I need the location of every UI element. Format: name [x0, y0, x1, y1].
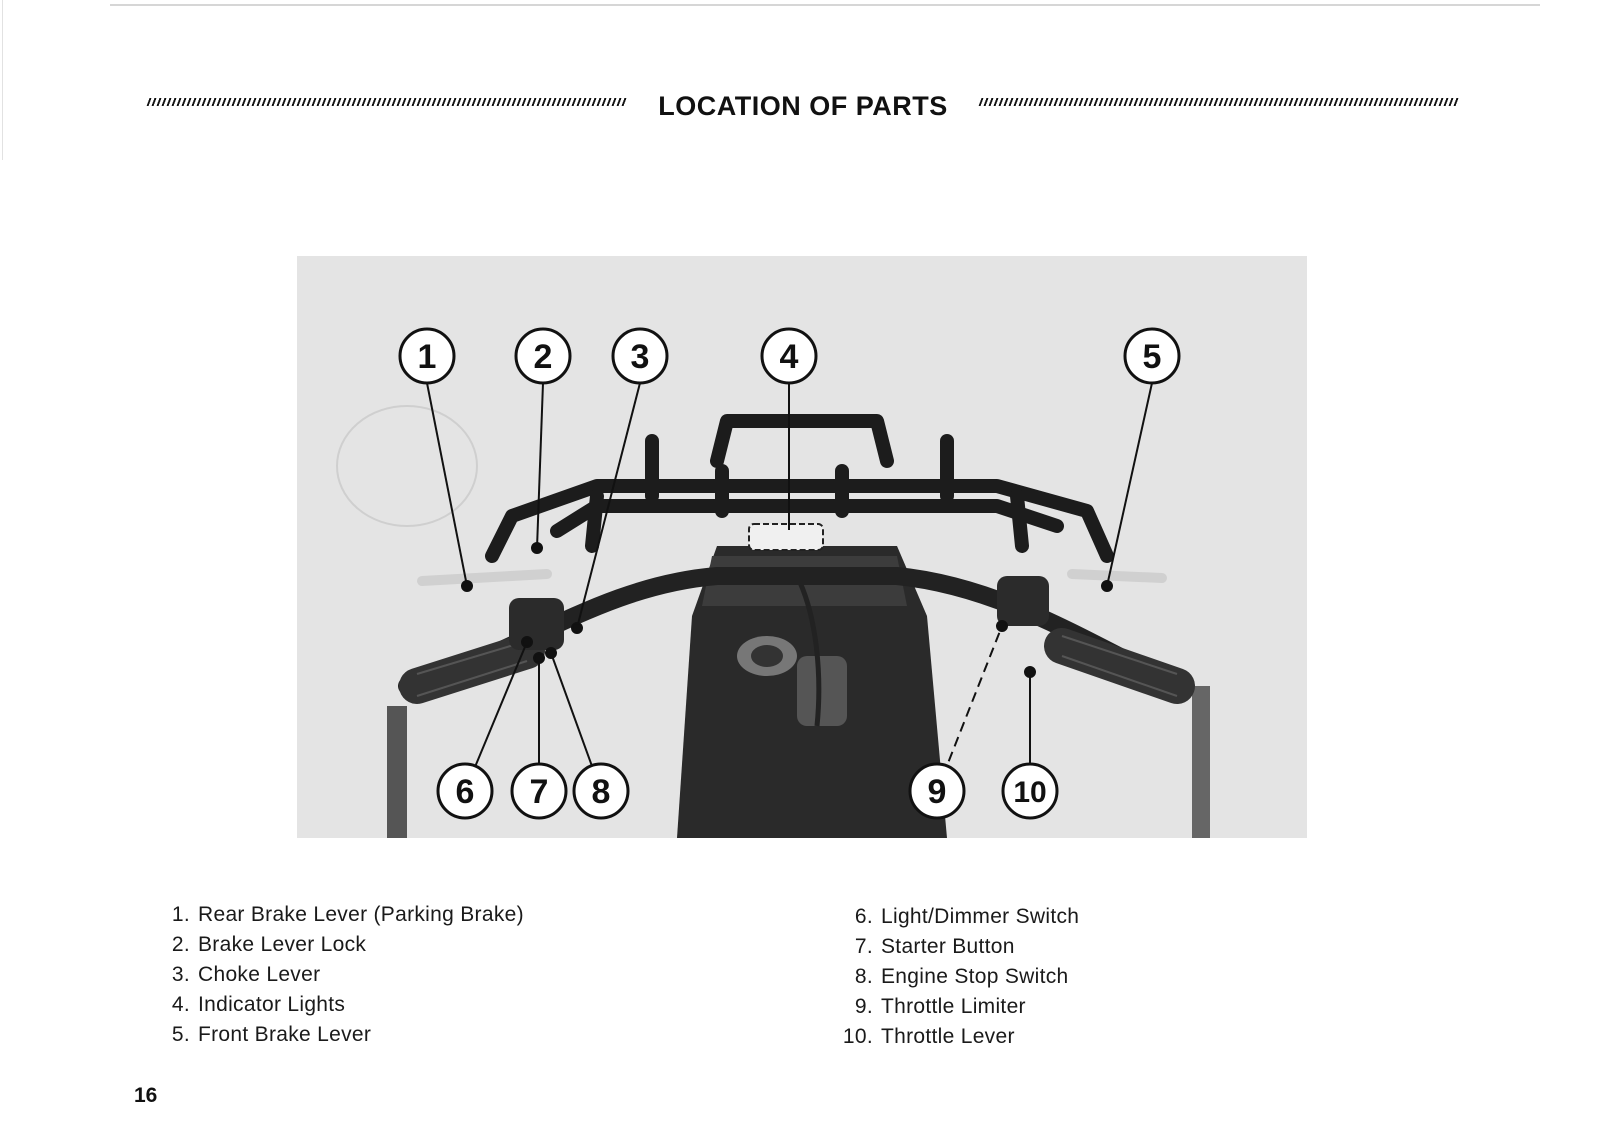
legend-number: 9. — [854, 995, 873, 1018]
legend-label: Engine Stop Switch — [881, 965, 1069, 988]
section-header: LOCATION OF PARTS — [146, 88, 1460, 124]
legend-item: 2. Brake Lever Lock — [152, 930, 524, 960]
legend-item: 5. Front Brake Lever — [152, 1020, 524, 1050]
callout-3: 3 — [631, 338, 650, 376]
legend-number: 6. — [854, 905, 873, 928]
callout-4: 4 — [780, 338, 799, 376]
legend-item: 3. Choke Lever — [152, 960, 524, 990]
legend-item: 10. Throttle Lever — [835, 1022, 1079, 1052]
callout-2: 2 — [534, 338, 553, 376]
callout-8: 8 — [592, 773, 611, 811]
legend-number: 1. — [171, 903, 190, 926]
page-top-edge — [110, 4, 1540, 6]
parts-legend-right: 6. Light/Dimmer Switch 7. Starter Button 8… — [835, 902, 1079, 1052]
handlebar-illustration: 1 2 3 4 5 6 7 8 9 10 — [297, 256, 1307, 838]
legend-label: Throttle Limiter — [881, 995, 1026, 1018]
legend-item: 7. Starter Button — [835, 932, 1079, 962]
header-dotted-rule-left — [146, 98, 628, 106]
legend-number: 3. — [171, 963, 190, 986]
legend-item: 4. Indicator Lights — [152, 990, 524, 1020]
legend-number: 8. — [854, 965, 873, 988]
legend-item: 1. Rear Brake Lever (Parking Brake) — [152, 900, 524, 930]
legend-label: Rear Brake Lever (Parking Brake) — [198, 903, 524, 926]
legend-label: Brake Lever Lock — [198, 933, 367, 956]
legend-number: 5. — [171, 1023, 190, 1046]
callout-7: 7 — [530, 773, 549, 811]
legend-label: Starter Button — [881, 935, 1015, 958]
callout-circles — [398, 327, 1181, 820]
callout-leader-lines — [426, 382, 1153, 792]
callout-10: 10 — [1013, 776, 1046, 809]
legend-label: Light/Dimmer Switch — [881, 905, 1080, 928]
page-number: 16 — [134, 1084, 158, 1107]
legend-number: 10. — [842, 1025, 873, 1048]
header-dotted-rule-right — [978, 98, 1460, 106]
legend-number: 4. — [171, 993, 190, 1016]
handlebar-photo: 1 2 3 4 5 6 7 8 9 10 — [297, 256, 1307, 838]
page-title: LOCATION OF PARTS — [658, 91, 948, 121]
legend-number: 2. — [171, 933, 190, 956]
legend-item: 6. Light/Dimmer Switch — [835, 902, 1079, 932]
legend-label: Choke Lever — [198, 963, 321, 986]
legend-label: Throttle Lever — [881, 1025, 1015, 1048]
callout-1: 1 — [418, 338, 437, 376]
rear-rack — [485, 414, 1114, 563]
legend-label: Front Brake Lever — [198, 1023, 372, 1046]
legend-number: 7. — [854, 935, 873, 958]
parts-legend-left: 1. Rear Brake Lever (Parking Brake) 2. Bra… — [152, 900, 524, 1050]
legend-item: 9. Throttle Limiter — [835, 992, 1079, 1022]
callout-5: 5 — [1143, 338, 1162, 376]
legend-label: Indicator Lights — [198, 993, 346, 1016]
page-left-edge — [2, 0, 3, 160]
callout-6: 6 — [456, 773, 475, 811]
legend-item: 8. Engine Stop Switch — [835, 962, 1079, 992]
callout-9: 9 — [928, 773, 947, 811]
